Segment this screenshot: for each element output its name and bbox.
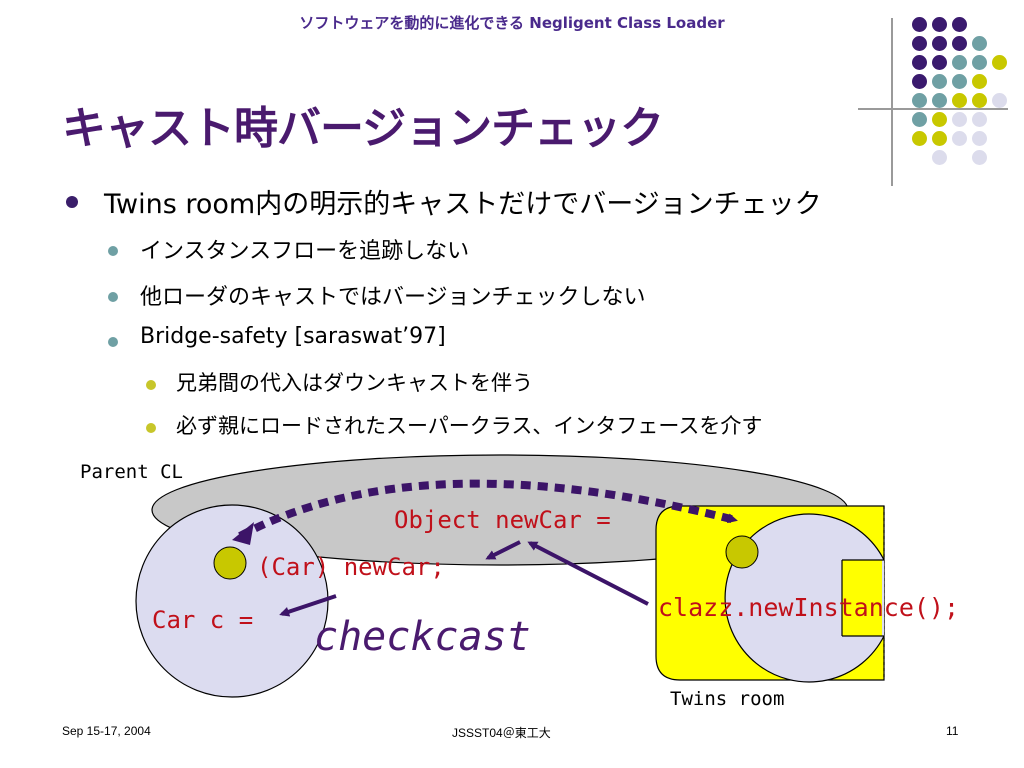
bullet-marker [108,246,118,256]
cast-newcar-code: (Car) newCar; [257,553,445,581]
left-loader-circle [135,504,329,698]
bullet-level2: 他ローダのキャストではバージョンチェックしない [140,285,646,310]
footer-page-number: 11 [946,724,959,738]
arrow-from-instance [527,541,649,606]
bullet-level2: インスタンスフローを追跡しない [140,239,470,264]
bullet-marker [108,337,118,347]
car-c-code: Car c = [152,606,253,634]
bullet-marker [146,380,156,390]
twins-room-label: Twins room [670,688,784,710]
slide-title: キャスト時バージョンチェック [62,103,664,154]
bullet-level2: Bridge-safety [saraswat’97] [140,324,446,349]
dotted-instance-arc [238,479,738,540]
object-newcar-code: Object newCar = [394,506,611,534]
arrow-to-cast [485,540,521,560]
checkcast-label: checkcast [314,614,531,660]
bullet-level1: Twins room内の明示的キャストだけでバージョンチェック [104,189,822,220]
divider-vertical [891,18,893,186]
footer-venue: JSSST04＠東工大 [452,726,551,740]
bullet-marker [108,292,118,302]
footer-date: Sep 15-17, 2004 [62,724,151,738]
bullet-marker [146,423,156,433]
dotted-arc-start-head [232,522,254,545]
header-text: ソフトウェアを動的に進化できる Negligent Class Loader [299,14,725,32]
arrow-to-car [279,594,337,617]
parent-cl-label: Parent CL [80,461,183,483]
instance-dot-right [725,535,759,569]
instance-dot-left [213,546,247,580]
twins-room-notch [842,560,882,636]
bullet-level3: 必ず親にロードされたスーパークラス、インタフェースを介す [176,414,763,438]
divider-horizontal [858,108,1008,110]
newinstance-code: clazz.newInstance(); [658,593,959,622]
bullet-level3: 兄弟間の代入はダウンキャストを伴う [176,371,533,395]
right-loader-circle [724,513,885,683]
bullet-marker [66,196,78,208]
